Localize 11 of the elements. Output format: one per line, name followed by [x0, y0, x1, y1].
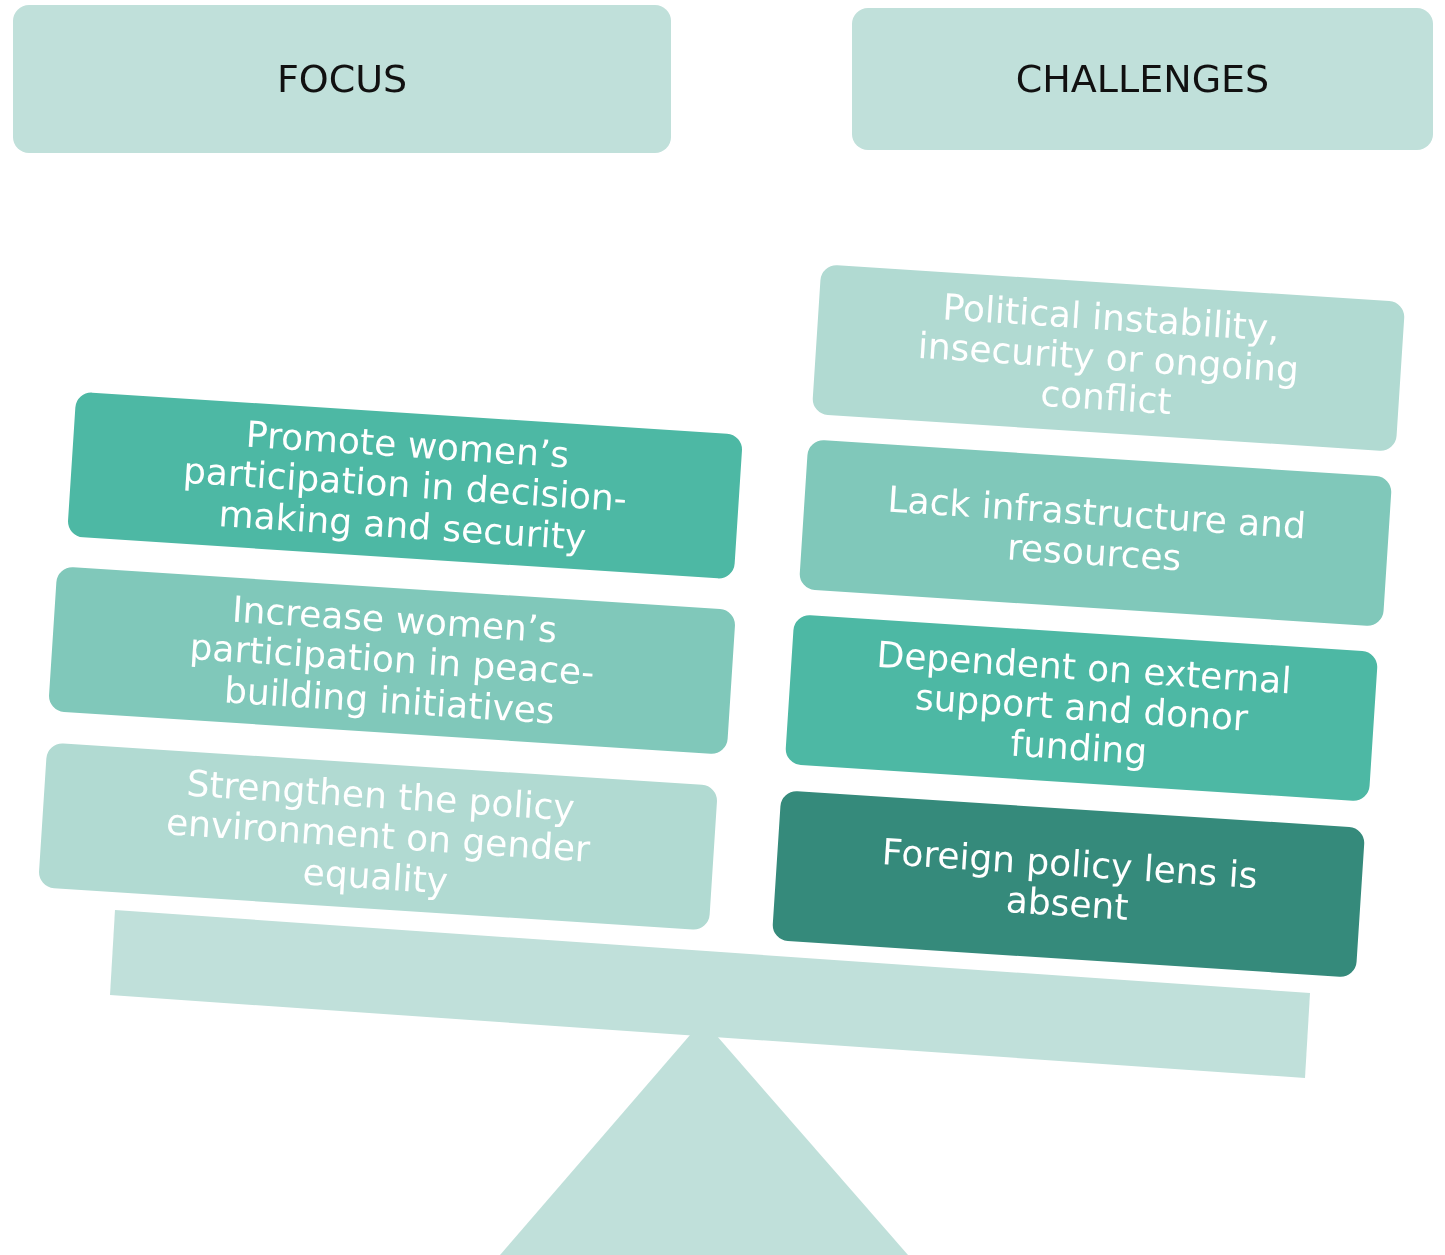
box-text: Strengthen the policy environment on gender equality	[163, 761, 593, 903]
box-text: Promote women’s participation in decision-making and security	[180, 412, 630, 559]
box-text: Foreign policy lens is absent	[879, 829, 1260, 930]
heading-text: CHALLENGES	[1015, 57, 1270, 101]
box-text: Lack infrastructure and resources	[884, 478, 1308, 581]
box-text: Political instability, insecurity or ongoing conflict	[915, 284, 1301, 425]
box-text: Dependent on external support and donor funding	[874, 633, 1294, 775]
heading-box	[13, 5, 671, 153]
box-text: Increase women’s participation in peace-building initiatives	[187, 587, 597, 733]
heading-text: FOCUS	[276, 57, 408, 101]
heading-box	[852, 8, 1433, 150]
